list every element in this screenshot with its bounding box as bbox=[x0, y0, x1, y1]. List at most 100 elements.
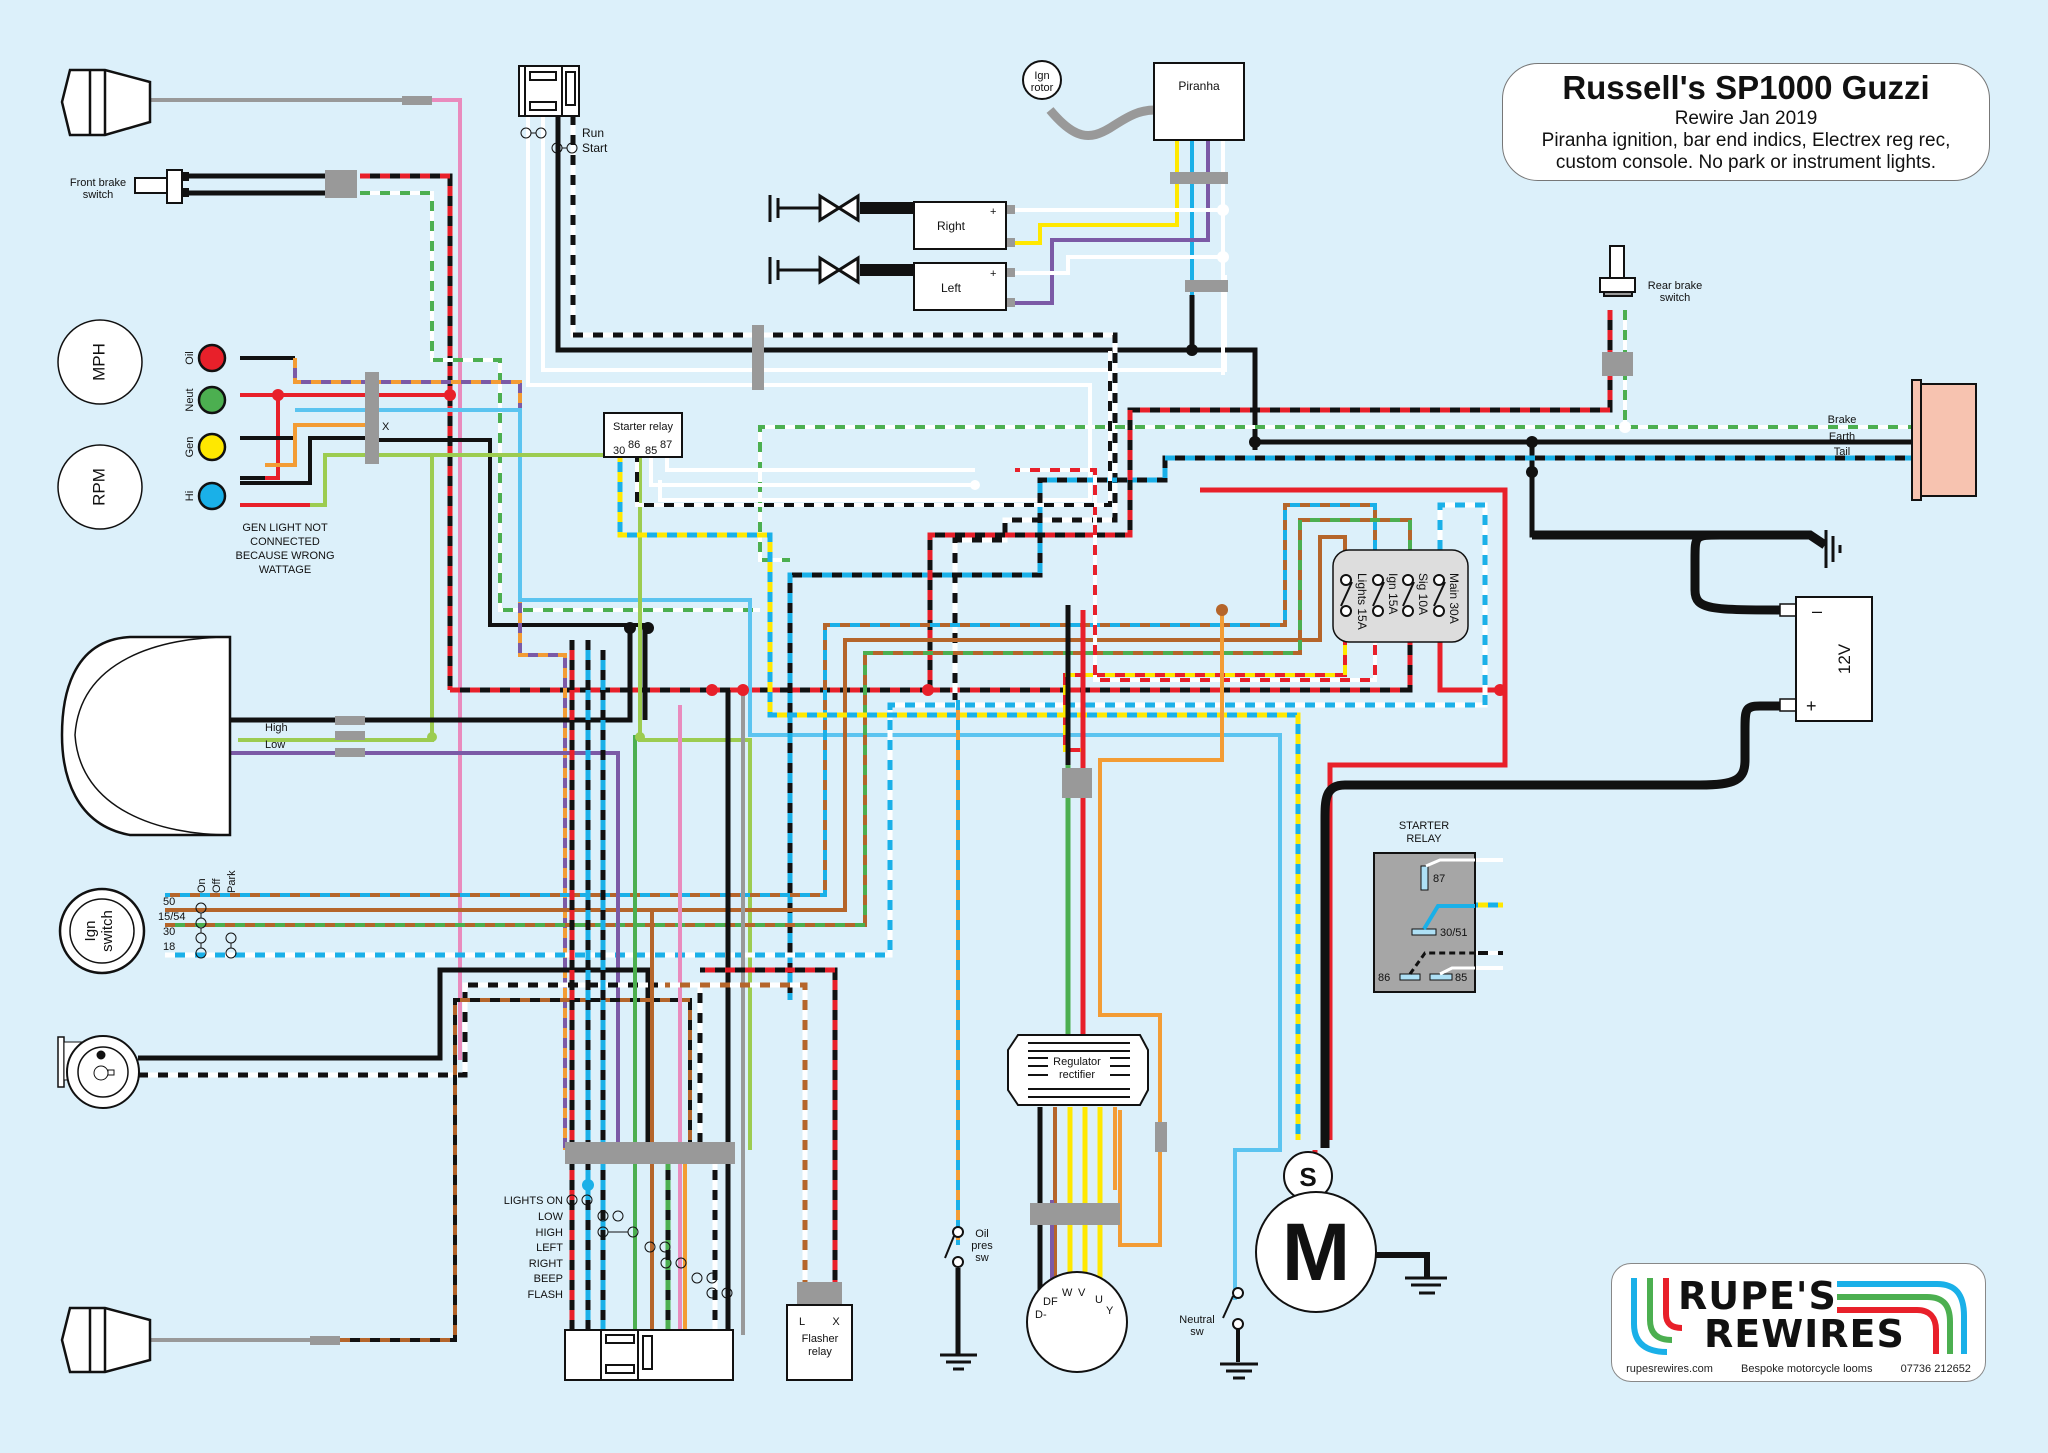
run-label: Run bbox=[582, 126, 604, 140]
tachometer bbox=[57, 444, 143, 530]
relay-pin-87 bbox=[1420, 865, 1429, 891]
connector-indicator-right-minus bbox=[1005, 238, 1015, 247]
tail-tail-label: Tail bbox=[1834, 446, 1851, 458]
diagram-title: Russell's SP1000 Guzzi bbox=[1562, 69, 1930, 106]
logo-phone: 07736 212652 bbox=[1900, 1363, 1971, 1375]
relay-internal-86 bbox=[1408, 951, 1475, 975]
tail-light bbox=[1920, 383, 1977, 497]
indicator-right-label: Right bbox=[937, 219, 966, 233]
logo-tagline: Bespoke motorcycle looms bbox=[1741, 1363, 1873, 1375]
junction-dot bbox=[1526, 466, 1538, 478]
battery-neg-terminal bbox=[1779, 603, 1797, 617]
logo-website-link[interactable]: rupesrewires.com bbox=[1626, 1363, 1713, 1375]
connector-reg bbox=[1062, 768, 1092, 798]
junction-dots bbox=[272, 204, 1631, 1191]
wire-white-2 bbox=[541, 115, 1227, 372]
wire-tail-blue-black bbox=[787, 455, 1915, 1000]
ign-terminal-50: 50 bbox=[163, 896, 175, 908]
speedometer-label: MPH bbox=[89, 343, 108, 381]
ign-terminal-15-54: 15/54 bbox=[158, 911, 186, 923]
front-brake-switch bbox=[134, 169, 189, 204]
warning-light-gen bbox=[197, 432, 227, 462]
junction-dot bbox=[1217, 204, 1229, 216]
flasher-relay-label-2: relay bbox=[808, 1346, 832, 1358]
ign-rotor-label: Ign bbox=[1034, 70, 1049, 82]
oil-pres-label-3: sw bbox=[975, 1252, 989, 1264]
junction-dot bbox=[970, 480, 980, 490]
wire-pink bbox=[420, 98, 462, 1060]
regulator-label-2: rectifier bbox=[1059, 1069, 1095, 1081]
earth-icon bbox=[1824, 530, 1842, 568]
starter-relay-title: STARTER bbox=[1399, 820, 1449, 832]
wire-piranha-purple bbox=[1005, 140, 1210, 305]
gen-note-2: CONNECTED bbox=[250, 536, 320, 548]
junction-dot bbox=[1494, 684, 1506, 696]
wire-brown-blue bbox=[165, 503, 1377, 897]
wire-earth-strap bbox=[1532, 530, 1828, 549]
ign-terminal-18: 18 bbox=[163, 941, 175, 953]
oil-pres-label-2: pres bbox=[971, 1240, 993, 1252]
warning-label-gen: Gen bbox=[184, 437, 196, 458]
tail-earth-label: Earth bbox=[1829, 431, 1855, 443]
battery bbox=[1795, 596, 1873, 722]
wire-black-white-run bbox=[570, 115, 1118, 700]
rear-indicator bbox=[60, 1306, 152, 1374]
left-switch-contacts bbox=[566, 1194, 733, 1299]
junction-dot bbox=[444, 389, 456, 401]
rupes-rewires-logo: RUPE'S REWIRES rupesrewires.com Bespoke … bbox=[1611, 1263, 1986, 1382]
front-indicator bbox=[60, 68, 152, 137]
left-switch-cluster bbox=[564, 1329, 734, 1381]
warning-block-mark: X bbox=[382, 421, 390, 433]
junction-dot bbox=[582, 1179, 594, 1191]
regulator-fins bbox=[1028, 1042, 1130, 1098]
fuse-lights-label: Lights 15A bbox=[1355, 573, 1369, 630]
ignition-switch-label-2: switch bbox=[99, 910, 116, 952]
battery-neg-label: – bbox=[1812, 601, 1822, 621]
piranha-module bbox=[1153, 62, 1245, 141]
earth-icon bbox=[1220, 1362, 1258, 1380]
relay-internal-87 bbox=[1425, 858, 1475, 868]
relay-pin-30-51-label: 30/51 bbox=[1440, 927, 1468, 939]
diagram-subtitle: Rewire Jan 2019 bbox=[1674, 108, 1818, 129]
connector-rear-brake bbox=[1602, 352, 1633, 376]
connector-left-switch bbox=[565, 1142, 735, 1164]
wire-rear-brake-red-black bbox=[927, 310, 1613, 690]
indicator-right-unit bbox=[913, 201, 1007, 250]
flasher-pin-x: X bbox=[832, 1316, 840, 1328]
wire-blue-yellow-starter bbox=[617, 452, 1301, 1140]
wire-reg-orange bbox=[1098, 610, 1224, 1247]
junction-dot bbox=[737, 684, 749, 696]
junction-dot bbox=[642, 622, 654, 634]
fuse-box bbox=[1332, 549, 1469, 643]
oil-pressure-switch bbox=[944, 1226, 964, 1268]
front-brake-switch-label: Front brake bbox=[70, 177, 126, 189]
junction-dot bbox=[922, 684, 934, 696]
wire-green-white bbox=[360, 191, 760, 612]
wire-brown-1 bbox=[165, 535, 1347, 912]
left-switch-high: HIGH bbox=[536, 1227, 564, 1239]
warning-light-hi bbox=[197, 481, 227, 511]
headlight-rim bbox=[74, 636, 231, 836]
start-run-switch bbox=[518, 65, 580, 117]
junction-dot bbox=[706, 684, 718, 696]
title-card: Russell's SP1000 Guzzi Rewire Jan 2019 P… bbox=[1502, 63, 1990, 181]
gen-note-3: BECAUSE WRONG bbox=[235, 550, 334, 562]
wire-battery-negative bbox=[1690, 530, 1795, 615]
logo-line-1: RUPE'S bbox=[1678, 1274, 1837, 1318]
relay-pin-86 bbox=[1399, 973, 1421, 981]
rear-brake-switch-label-2: switch bbox=[1660, 292, 1691, 304]
alt-pin-w: W bbox=[1062, 1287, 1073, 1299]
wire-brown-green bbox=[165, 518, 1412, 927]
starter-relay-pin-86: 86 bbox=[628, 439, 640, 451]
alternator bbox=[1026, 1271, 1128, 1373]
starter-relay-pin-30: 30 bbox=[613, 445, 625, 457]
alt-pin-u: U bbox=[1095, 1294, 1103, 1306]
connector-headlight-high bbox=[335, 716, 365, 725]
front-brake-switch-label-2: switch bbox=[83, 189, 114, 201]
tachometer-label: RPM bbox=[89, 468, 108, 506]
ign-position-on: On bbox=[196, 878, 208, 893]
junction-dot bbox=[1526, 436, 1538, 448]
warning-label-oil: Oil bbox=[184, 351, 196, 364]
ignition-switch-inner bbox=[69, 898, 135, 964]
rear-brake-switch-label: Rear brake bbox=[1648, 280, 1702, 292]
